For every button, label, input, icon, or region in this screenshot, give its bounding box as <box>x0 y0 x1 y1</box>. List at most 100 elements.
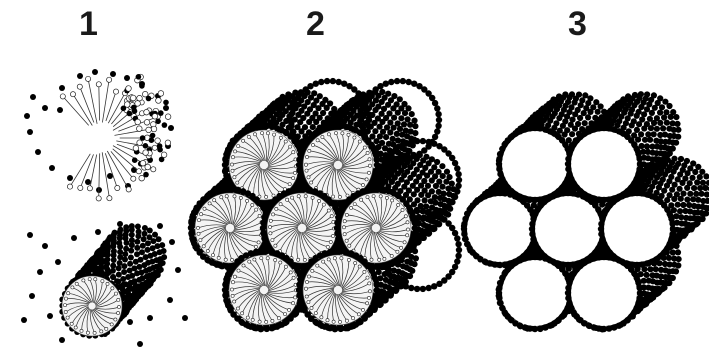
silica-bead <box>27 232 33 238</box>
surfactant-head <box>206 249 209 252</box>
surfactant-head <box>152 145 157 150</box>
surfactant-head <box>318 199 321 202</box>
silica-bead <box>572 126 578 132</box>
silica-bead <box>642 137 648 143</box>
silica-bead <box>428 198 434 204</box>
silica-bead <box>169 239 175 245</box>
silica-bead <box>147 315 153 321</box>
silica-bead <box>95 229 101 235</box>
silica-bead <box>659 104 665 110</box>
silica-bead <box>636 121 642 127</box>
surfactant-head <box>117 298 120 301</box>
silica-bead <box>117 244 123 250</box>
surfactant-head <box>211 254 214 257</box>
silica-bead <box>135 224 141 230</box>
silica-bead <box>562 131 568 137</box>
surfactant-head <box>151 126 157 132</box>
micelle-cross-section <box>62 276 122 336</box>
silica-bead <box>436 189 442 195</box>
silica-bead <box>587 109 593 115</box>
surfactant-head <box>265 195 268 198</box>
surfactant-head <box>368 158 371 161</box>
surfactant-head <box>368 282 371 285</box>
surfactant-head <box>135 101 141 107</box>
silica-bead <box>654 126 660 132</box>
surfactant-head <box>77 84 82 89</box>
surfactant-head <box>233 275 236 278</box>
surfactant-head <box>343 220 346 223</box>
surfactant-head <box>137 140 143 146</box>
silica-bead <box>390 136 396 142</box>
surfactant-head <box>316 139 319 142</box>
silica-bead <box>408 285 414 291</box>
silica-bead <box>651 120 657 126</box>
surfactant-head <box>145 164 151 170</box>
silica-bead <box>306 119 312 125</box>
surfactant-head <box>165 140 171 146</box>
surfactant-head <box>115 185 120 190</box>
surfactant-head <box>257 241 260 244</box>
surfactant-head <box>165 114 171 120</box>
surfactant-head <box>307 275 310 278</box>
surfactant-head <box>225 195 228 198</box>
surfactant-head <box>230 258 233 261</box>
surfactant-head <box>340 257 343 260</box>
surfactant-head <box>360 198 363 201</box>
surfactant-head <box>248 260 251 263</box>
surfactant-head <box>289 145 292 148</box>
surfactant-head <box>230 163 233 166</box>
surfactant-head <box>86 331 89 334</box>
silica-bead <box>664 120 670 126</box>
surfactant-head <box>333 257 336 260</box>
surfactant-head <box>305 155 308 158</box>
surfactant-head <box>293 171 296 174</box>
surfactant-head <box>107 196 112 201</box>
silica-bead <box>445 186 451 192</box>
silica-bead <box>394 131 400 137</box>
silica-bead <box>150 245 156 251</box>
silica-bead <box>313 81 319 87</box>
silica-bead <box>435 111 441 117</box>
surfactant-head <box>144 120 150 126</box>
silica-bead <box>585 114 591 120</box>
silica-bead <box>121 106 127 112</box>
surfactant-tail <box>99 84 100 120</box>
surfactant-tail <box>107 151 128 189</box>
surfactant-head <box>113 89 118 94</box>
surfactant-head <box>231 169 234 172</box>
silica-bead <box>395 137 401 143</box>
silica-bead <box>310 124 316 130</box>
surfactant-head <box>266 132 269 135</box>
surfactant-head <box>404 215 407 218</box>
silica-bead <box>71 235 77 241</box>
silica-bead <box>37 269 43 275</box>
surfactant-head <box>307 176 310 179</box>
surfactant-head <box>294 296 297 299</box>
surfactant-head <box>365 178 368 181</box>
silica-bead <box>104 271 110 277</box>
silica-bead <box>149 137 155 143</box>
surfactant-head <box>321 135 324 138</box>
silica-bead <box>167 297 173 303</box>
surfactant-head <box>93 331 96 334</box>
surfactant-head <box>213 199 216 202</box>
silica-bead <box>455 253 461 259</box>
surfactant-head <box>117 305 120 308</box>
silica-bead <box>35 149 41 155</box>
surfactant-head <box>237 269 240 272</box>
surfactant-head <box>305 295 308 298</box>
silica-bead <box>657 132 663 138</box>
surfactant-head <box>370 258 373 261</box>
silica-bead <box>582 120 588 126</box>
surfactant-head <box>292 177 295 180</box>
silica-bead <box>315 105 321 111</box>
surfactant-head <box>236 181 239 184</box>
surfactant-head <box>286 198 289 201</box>
silica-bead <box>414 286 420 292</box>
surfactant-head <box>60 94 65 99</box>
surfactant-head <box>251 203 254 206</box>
surfactant-head <box>131 176 136 181</box>
surfactant-head <box>338 195 341 198</box>
surfactant-tail <box>106 92 116 121</box>
silica-bead <box>373 138 379 144</box>
